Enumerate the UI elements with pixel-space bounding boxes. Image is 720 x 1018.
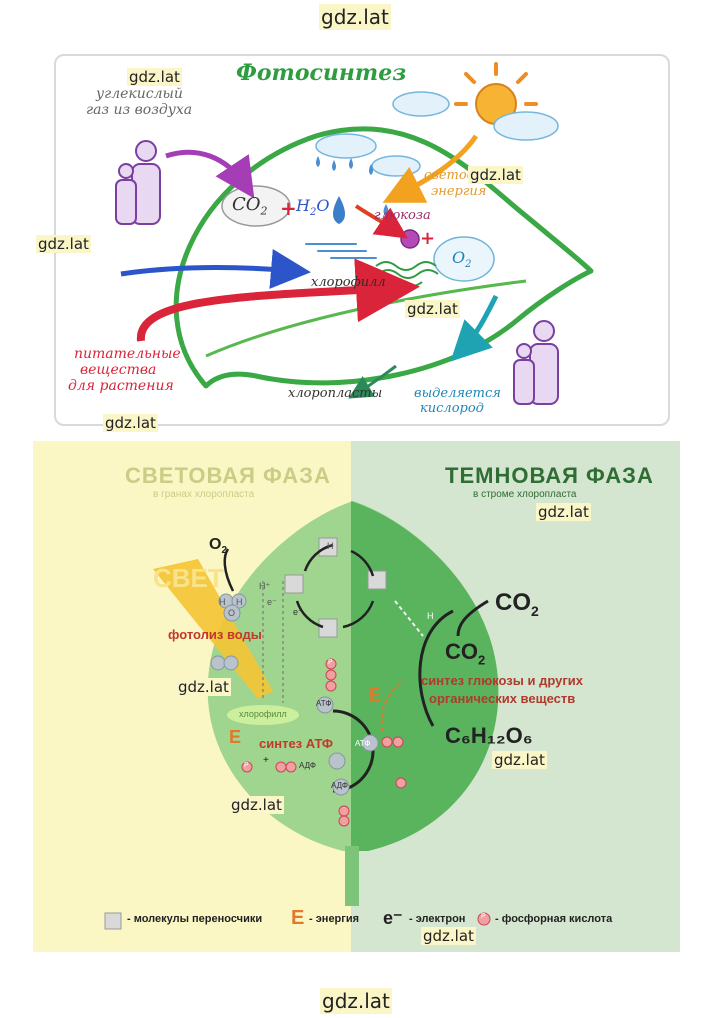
co2-formula: CO2: [232, 194, 268, 218]
glucose-arrow: [354, 204, 408, 239]
chlorophyll-ellipse: [227, 705, 299, 725]
blue-arrow: [120, 248, 311, 289]
o2-label: O2: [209, 536, 228, 557]
watermark: gdz.lat: [421, 927, 476, 945]
watermark: gdz.lat: [127, 68, 182, 86]
photosynthesis-illustration: [115, 62, 594, 405]
h-label-2: H: [427, 611, 434, 621]
chloroplasts-arrow: [348, 364, 397, 399]
person-icon-right: [513, 320, 559, 405]
legend-phosphate-icon: [477, 912, 491, 926]
leaf-stem: [345, 846, 359, 906]
co2-cycle-arrow: [418, 609, 454, 727]
oxygen-arrow: [450, 294, 499, 362]
plus-sign: +: [280, 196, 297, 220]
legend-electron-symbol: e⁻: [383, 908, 403, 928]
h-label-4: H: [236, 597, 243, 607]
legend-phosphate: - фосфорная кислота: [495, 913, 613, 925]
glucose-synthesis-line1: синтез глюкозы и других: [421, 673, 583, 688]
p-label-1: P: [328, 659, 333, 666]
atp-synthesis-label: синтез АТФ: [259, 736, 334, 751]
legend-electron: - электрон: [409, 913, 466, 925]
carrier-cycle-arrow: [295, 543, 375, 629]
phases-illustration: [33, 441, 680, 952]
energy-symbol-1: E: [229, 727, 242, 747]
light-phase-title: СВЕТОВАЯ ФАЗА: [125, 463, 331, 488]
light-arrow: [382, 134, 479, 203]
legend-carriers: - молекулы переносчики: [127, 913, 263, 925]
watermark: gdz.lat: [229, 796, 284, 814]
nutrients-arrow: [136, 258, 420, 342]
o2-arrow: [223, 548, 235, 592]
atp-cycle-arrow: [332, 709, 375, 793]
watermark: gdz.lat: [36, 235, 91, 253]
atf-label-2: АТФ: [355, 739, 371, 748]
person-icon-left: [115, 140, 161, 225]
watermark: gdz.lat: [176, 678, 231, 696]
watermark: gdz.lat: [492, 751, 547, 769]
glucose-formula: C₆H₁₂O₆: [445, 723, 533, 748]
o2-formula: O2: [452, 248, 472, 271]
h-plus-label: H⁺: [259, 581, 271, 591]
plus-sign-2: +: [420, 228, 436, 249]
o-label-1: O: [228, 608, 236, 618]
co2-label-line1: углекислый: [96, 86, 183, 102]
dark-phase-title: ТЕМНОВАЯ ФАЗА: [445, 463, 654, 488]
watermark: gdz.lat: [405, 300, 460, 318]
carrier-dashed-arrow: [394, 600, 424, 637]
energy-dashed-arrow: [380, 680, 404, 732]
photolysis-label: фотолиз воды: [168, 627, 262, 642]
puddle-icon: [305, 243, 377, 259]
nutrients-line2: вещества: [80, 362, 157, 378]
scheme-title: Фотосинтез: [236, 60, 407, 86]
legend-energy-symbol: E: [291, 907, 305, 929]
glucose-molecule-icon: [400, 229, 420, 249]
watermark: gdz.lat: [536, 503, 591, 521]
nutrients-line1: питательные: [74, 346, 181, 362]
light-energy-line2: энергия: [431, 184, 487, 199]
e-minus-label-2: e⁻: [293, 607, 303, 617]
photosynthesis-scheme: Фотосинтез углекислый газ из воздуха све…: [54, 54, 670, 426]
atf-label-1: АТФ: [316, 699, 332, 708]
plus-sign: +: [263, 755, 269, 766]
light-beam: [153, 559, 273, 699]
watermark-bottom: gdz.lat: [320, 988, 392, 1014]
light-phase-subtitle: в гранах хлоропласта: [153, 489, 255, 500]
co2-arrow: [165, 149, 255, 199]
chlorophyll-label: хлорофилл: [239, 709, 287, 719]
watermark: gdz.lat: [468, 166, 523, 184]
oxygen-label-line2: кислород: [420, 401, 484, 416]
chloroplasts-label: хлоропласты: [288, 386, 383, 401]
h-label-3: H: [219, 597, 226, 607]
legend-phosphate-symbol: P: [481, 913, 486, 920]
oxygen-label-line1: выделяется: [414, 386, 501, 401]
chlorophyll-label: хлорофилл: [311, 275, 386, 290]
watermark: gdz.lat: [103, 414, 158, 432]
p-label-2: P: [244, 762, 249, 769]
light-label: СВЕТ: [153, 563, 224, 593]
legend-energy: - энергия: [309, 913, 360, 925]
co2-to-glucose-arrow: [456, 599, 489, 637]
adf-label-1: АДФ: [299, 761, 316, 770]
co2-in-label: CO2: [495, 589, 539, 619]
photosynthesis-phases: СВЕТОВАЯ ФАЗА в гранах хлоропласта ТЕМНО…: [33, 441, 680, 952]
glucose-synthesis-line2: органических веществ: [429, 691, 576, 706]
co2-label: CO2: [445, 639, 486, 668]
o2-cloud-icon: [433, 236, 495, 282]
h2o-formula: H2O: [296, 196, 330, 219]
energy-symbol-2: E: [369, 685, 382, 705]
legend-carrier-icon: [104, 912, 122, 930]
h-label-1: H: [327, 541, 334, 551]
watermark-top: gdz.lat: [319, 4, 391, 30]
co2-label-line2: газ из воздуха: [86, 102, 193, 118]
nutrients-line3: для растения: [68, 378, 174, 394]
adf-label-2: АДФ: [331, 781, 348, 790]
dark-phase-subtitle: в строме хлоропласта: [473, 489, 577, 500]
e-minus-label-1: e⁻: [267, 597, 277, 607]
glucose-label: глюкоза: [374, 208, 431, 223]
